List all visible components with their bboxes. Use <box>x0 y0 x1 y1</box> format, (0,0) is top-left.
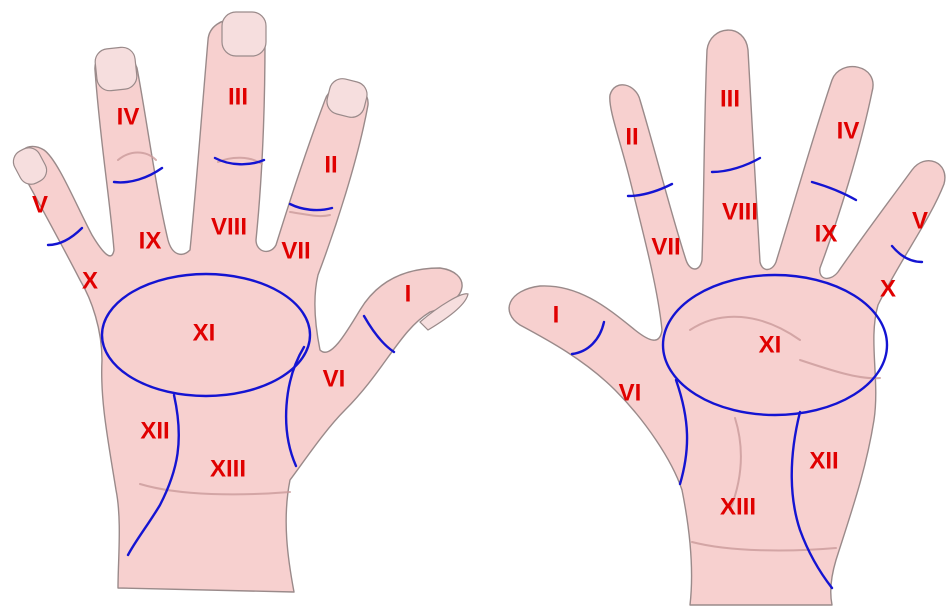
right-label-middle-proximal: VIII <box>722 198 758 225</box>
right-label-little-proximal: X <box>880 275 896 302</box>
right-label-middle-distal: III <box>720 85 740 112</box>
right-label-index-distal: II <box>625 123 638 150</box>
left-hand: I II III IV V VI VII VIII IX X XI XII XI… <box>9 12 468 592</box>
left-label-ring-distal: IV <box>117 103 140 130</box>
left-label-thumb-base: VI <box>323 365 346 392</box>
right-label-index-proximal: VII <box>651 233 680 260</box>
right-label-thumb-tip: I <box>553 301 560 328</box>
left-label-palm-radial: XIII <box>210 455 246 482</box>
right-label-ring-distal: IV <box>837 117 860 144</box>
left-label-little-proximal: X <box>82 267 98 294</box>
left-label-middle-proximal: VIII <box>211 213 247 240</box>
left-nail-ring <box>94 46 138 92</box>
left-label-palm-center: XI <box>193 319 216 346</box>
left-label-ring-proximal: IX <box>139 227 162 254</box>
right-label-little-distal: V <box>912 207 928 234</box>
left-label-middle-distal: III <box>228 83 248 110</box>
right-label-palm-ulnar: XII <box>809 447 838 474</box>
left-label-little-distal: V <box>32 191 48 218</box>
right-hand: I II III IV V VI VII VIII IX X XI XII XI… <box>509 30 945 605</box>
left-label-index-proximal: VII <box>281 237 310 264</box>
right-label-ring-proximal: IX <box>815 220 838 247</box>
right-label-palm-radial: XIII <box>720 493 756 520</box>
left-label-palm-ulnar: XII <box>140 417 169 444</box>
right-label-thumb-base: VI <box>619 379 642 406</box>
right-label-palm-center: XI <box>759 331 782 358</box>
left-nail-middle <box>222 12 266 56</box>
left-label-thumb-tip: I <box>405 280 412 307</box>
left-label-index-distal: II <box>324 151 337 178</box>
